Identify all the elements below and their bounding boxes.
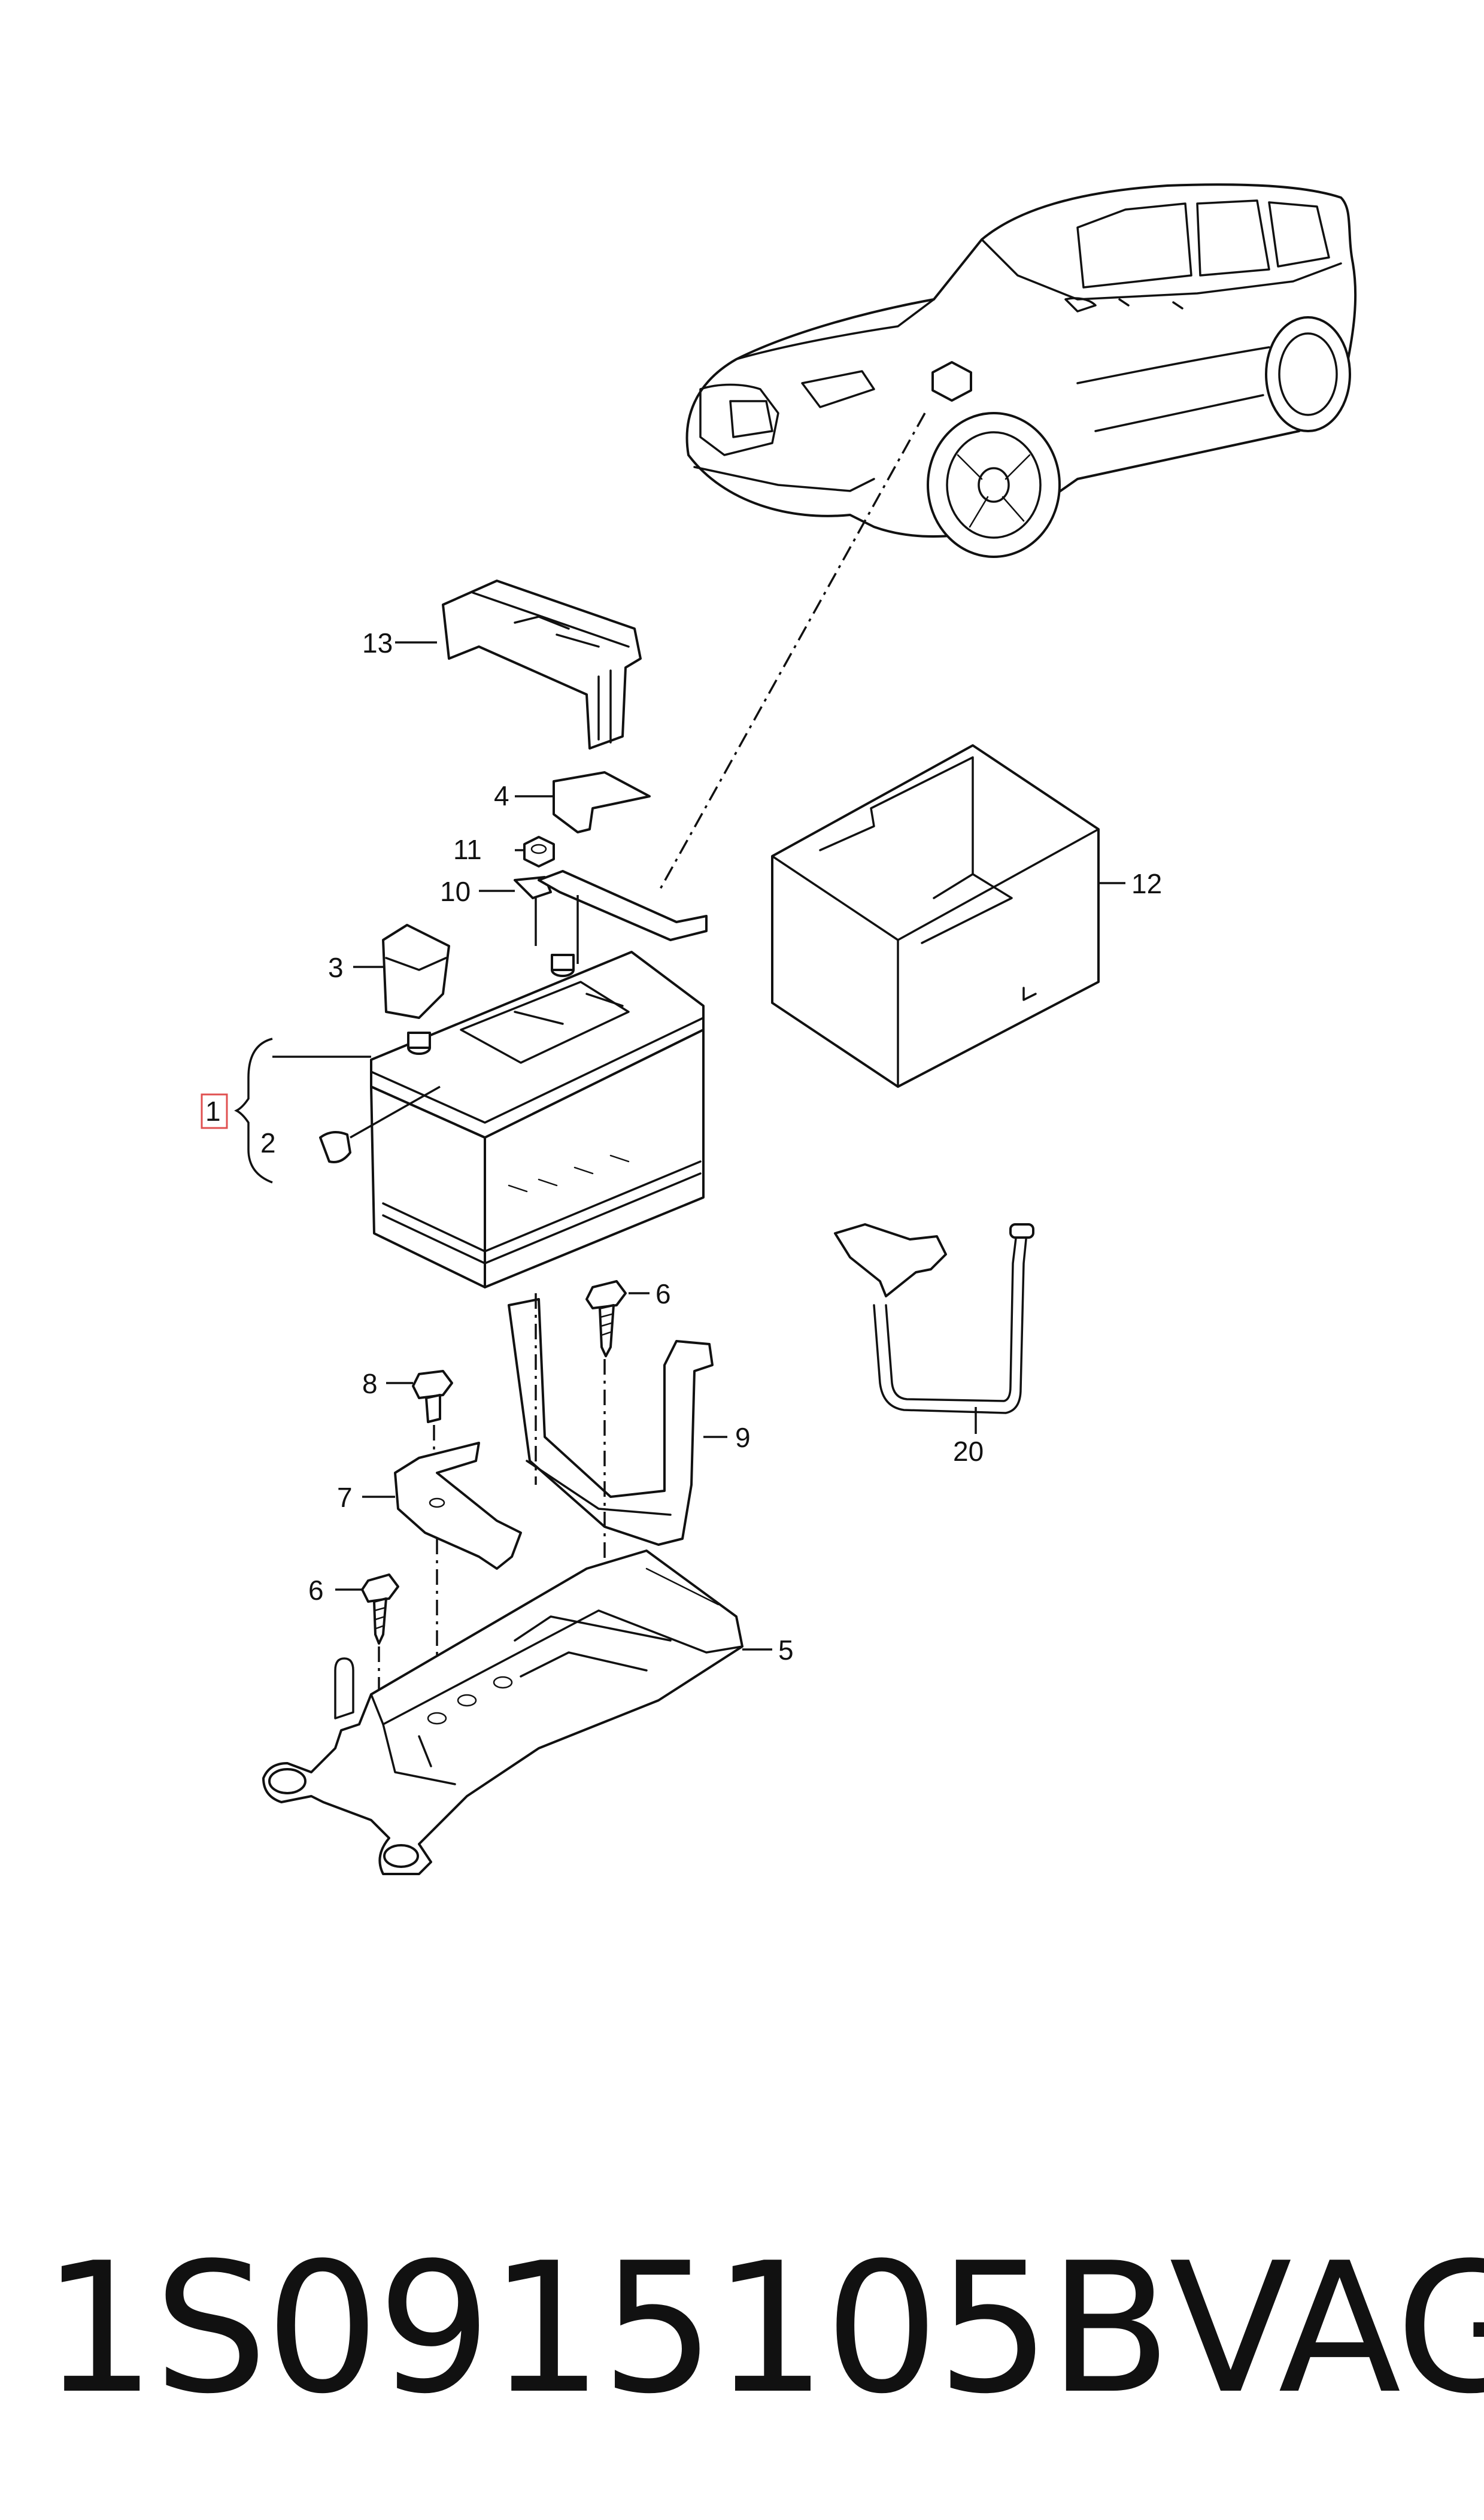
callout-8: 8 xyxy=(362,1368,378,1399)
callout-6-lower: 6 xyxy=(308,1575,324,1606)
callout-5: 5 xyxy=(778,1634,794,1666)
part-1-battery xyxy=(272,951,705,1288)
part-8-bolt xyxy=(386,1370,453,1515)
callout-12: 12 xyxy=(1131,868,1162,899)
location-hexagon-icon xyxy=(931,361,972,402)
callout-4: 4 xyxy=(494,780,509,811)
part-3-terminal-protector xyxy=(382,924,450,1019)
callout-13: 13 xyxy=(362,627,393,659)
part-12-battery-box xyxy=(771,744,1100,1088)
footer-caption: 1S0915105B VAG xyxy=(42,2215,1484,2443)
callout-2: 2 xyxy=(260,1127,276,1159)
callout-6-upper: 6 xyxy=(655,1278,671,1309)
brand-label: VAG xyxy=(1169,2224,1484,2433)
callout-1-highlight-box xyxy=(201,1093,228,1129)
part-20-earth-cable xyxy=(834,1223,1034,1434)
callout-1-bracket xyxy=(234,1038,273,1184)
part-2-vent-plug xyxy=(319,1085,441,1163)
callout-20: 20 xyxy=(953,1436,984,1467)
callout-7: 7 xyxy=(337,1482,353,1513)
part-number: 1S0915105B xyxy=(42,2224,1172,2433)
part-11-nut xyxy=(523,836,555,868)
part-9-bracket xyxy=(508,1298,727,1546)
callout-9: 9 xyxy=(735,1422,751,1453)
callout-11: 11 xyxy=(453,834,482,865)
callout-3: 3 xyxy=(328,952,344,983)
callout-1: 1 xyxy=(205,1096,221,1127)
part-10-hold-down xyxy=(514,870,708,964)
callout-10: 10 xyxy=(440,876,471,907)
part-5-battery-tray xyxy=(262,1549,772,1875)
part-4-terminal-cover xyxy=(553,771,651,833)
car-illustration xyxy=(685,183,1357,558)
part-13-cover xyxy=(442,580,642,750)
part-6-screw-lower xyxy=(335,1573,399,1772)
